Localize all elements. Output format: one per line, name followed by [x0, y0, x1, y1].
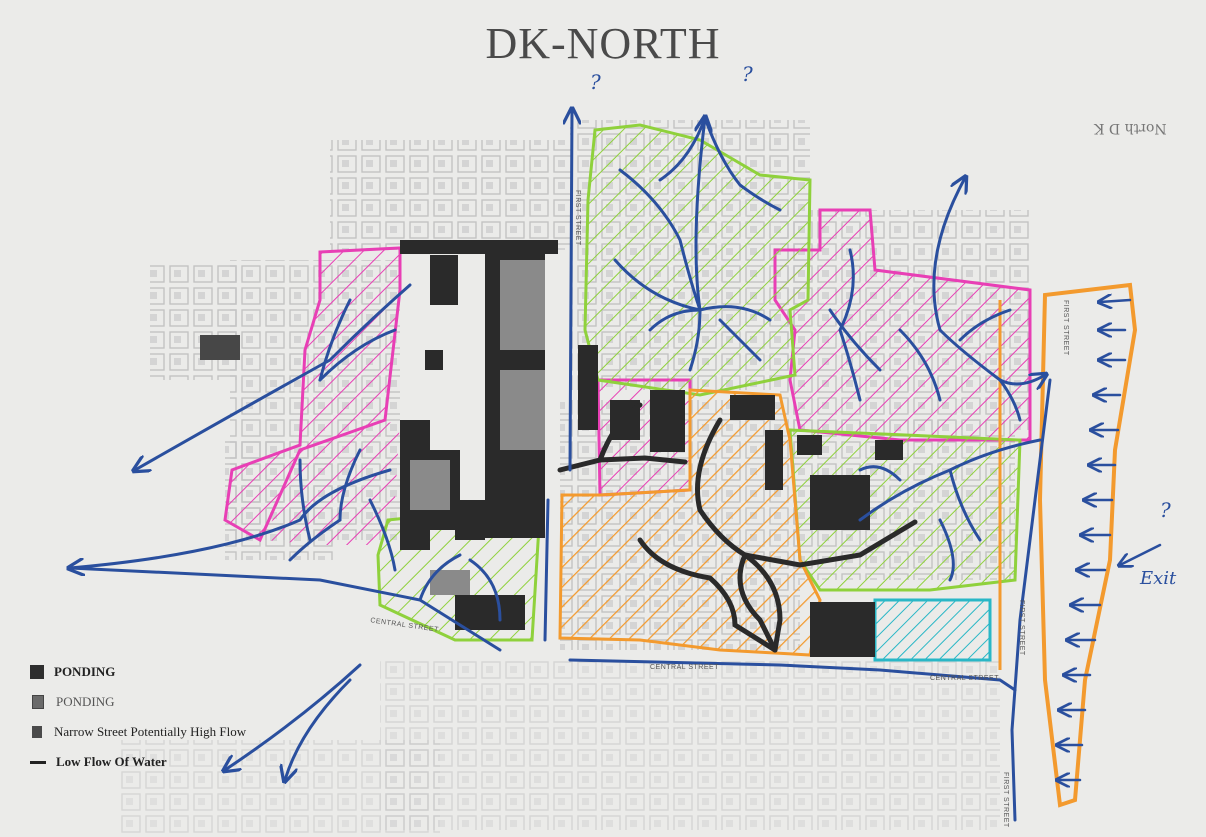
- zone-orange-east-strip: [1037, 282, 1138, 808]
- legend-item-low-flow: Low Flow Of Water: [30, 750, 330, 774]
- north-label: North D K: [1094, 120, 1167, 136]
- narrow-street-swatch-icon: [32, 726, 42, 738]
- legend-item-narrow-street: Narrow Street Potentially High Flow: [30, 720, 330, 744]
- inflow-arrows: [1058, 300, 1162, 780]
- ponding-grey-blocks: [410, 260, 545, 595]
- legend-item-ponding-grey: PONDING: [30, 690, 330, 714]
- zone-orange-center: [558, 388, 822, 657]
- map-title: DK-NORTH: [485, 19, 721, 68]
- water-flow-arrows: [70, 110, 1052, 822]
- low-flow-lines: [557, 402, 918, 653]
- ponding-grey-swatch-icon: [32, 695, 44, 709]
- question-mark-top-right: ?: [742, 62, 753, 86]
- legend-item-ponding: PONDING: [30, 660, 330, 684]
- question-mark-top-left: ?: [590, 70, 601, 94]
- zone-cyan: [873, 598, 992, 662]
- legend-label: Low Flow Of Water: [56, 754, 167, 769]
- zone-pink-west: [223, 246, 402, 545]
- ponding-swatch-icon: [30, 665, 44, 679]
- street-label-central-far-east: CENTRAL STREET: [930, 675, 999, 682]
- street-label-upper-vertical: FIRST STREET: [574, 190, 581, 246]
- legend-label: Narrow Street Potentially High Flow: [54, 724, 247, 739]
- map-legend: PONDING PONDING Narrow Street Potentiall…: [30, 660, 330, 780]
- legend-label: PONDING: [56, 694, 115, 709]
- low-flow-line-icon: [30, 760, 46, 764]
- question-mark-right: ?: [1160, 498, 1171, 522]
- exit-annotation: Exit: [1140, 568, 1177, 589]
- legend-label: PONDING: [54, 664, 116, 679]
- street-label-central-east: CENTRAL STREET: [650, 664, 719, 671]
- street-label-first-lower: FIRST STREET: [1018, 600, 1025, 656]
- street-label-first-bottom: FIRST STREET: [1002, 772, 1009, 828]
- street-label-first-upper: FIRST STREET: [1062, 300, 1069, 356]
